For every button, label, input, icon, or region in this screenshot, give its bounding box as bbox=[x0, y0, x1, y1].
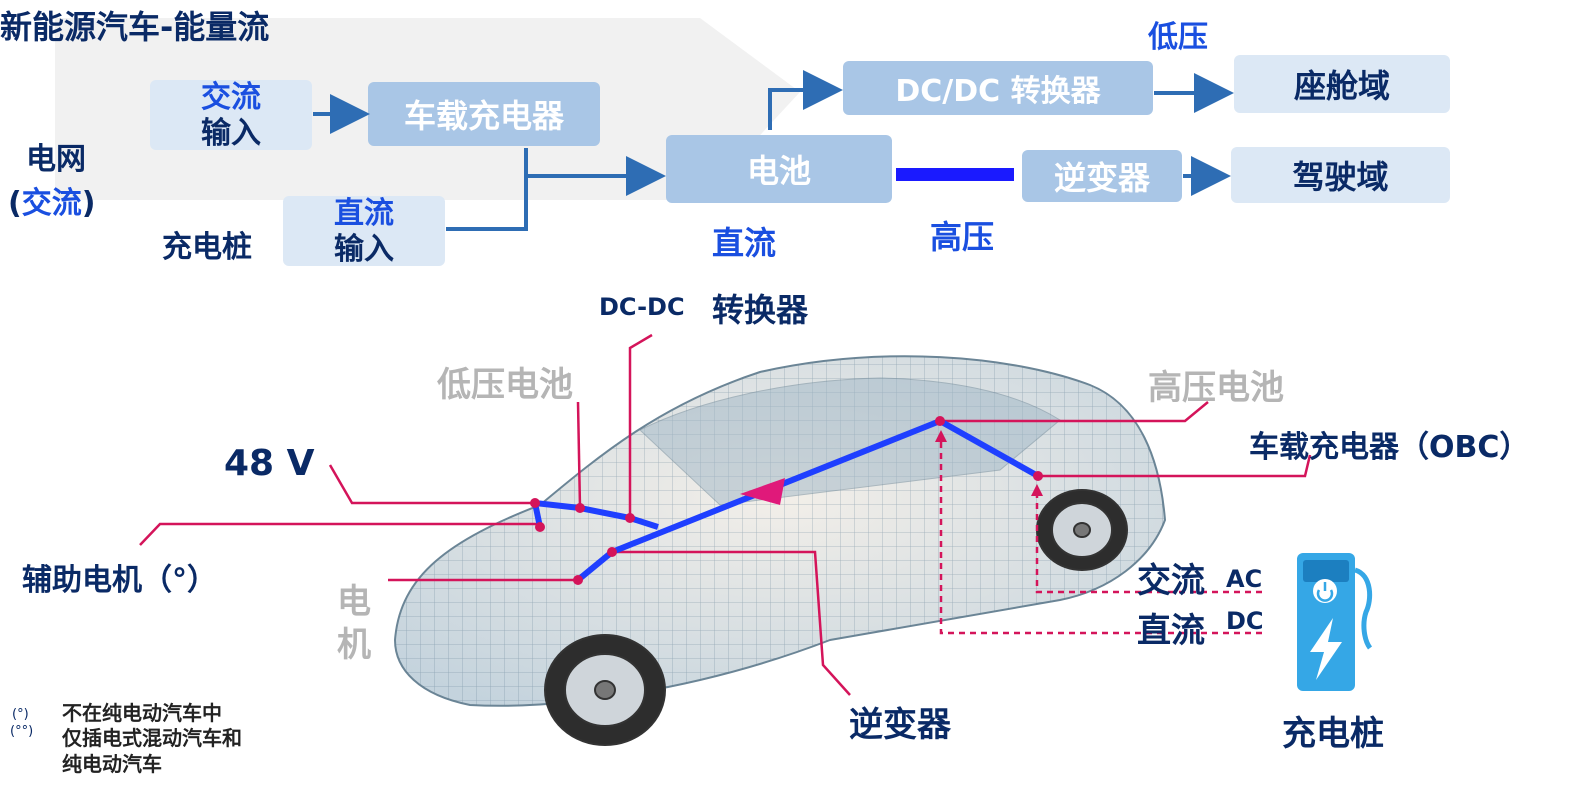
dashed-arrowheads bbox=[935, 430, 1043, 496]
note-2b: 纯电动汽车 bbox=[62, 752, 162, 776]
onboard-charger-box: 车载充电器 bbox=[368, 82, 600, 146]
dc-input-box: 直流 输入 bbox=[283, 196, 445, 267]
ac-input-box: 交流 输入 bbox=[150, 80, 312, 151]
dcdc-box: DC/DC 转换器 bbox=[843, 61, 1153, 115]
rear-wheel bbox=[1036, 489, 1128, 571]
note-symbol-2: (°°) bbox=[10, 724, 34, 739]
cockpit-box: 座舱域 bbox=[1234, 55, 1450, 113]
arrow-battery-to-dcdc bbox=[768, 70, 843, 130]
charger-pile-label: 充电桩 bbox=[162, 230, 252, 265]
high-voltage-label: 高压 bbox=[930, 218, 995, 256]
dc-input-line1: 直流 bbox=[334, 196, 394, 231]
bus-lv bbox=[534, 500, 659, 530]
charging-pile-label: 充电桩 bbox=[1282, 714, 1384, 754]
ac-label: 交流 bbox=[1137, 561, 1205, 601]
page-title: 新能源汽车-能量流 bbox=[0, 8, 270, 46]
leader-inverter bbox=[612, 550, 851, 696]
aux-motor-label: 辅助电机（°） bbox=[22, 563, 217, 598]
leader-dcdc bbox=[628, 333, 653, 518]
battery-dc-label: 直流 bbox=[712, 224, 777, 262]
ac-input-line2: 输入 bbox=[201, 116, 261, 151]
front-wheel bbox=[544, 634, 666, 746]
note-symbol-1: (°) bbox=[12, 707, 29, 722]
grid-ac-label: (交流) bbox=[8, 186, 96, 221]
leader-obc bbox=[1038, 454, 1312, 478]
energy-arrow bbox=[740, 478, 785, 505]
dc-label: 直流 bbox=[1137, 611, 1205, 651]
car-inverter-label: 逆变器 bbox=[849, 705, 951, 745]
obc-label: 车载充电器（OBC） bbox=[1249, 430, 1530, 465]
junction-points bbox=[530, 416, 1043, 585]
dcdc-prefix-label: DC-DC bbox=[599, 293, 685, 321]
leader-aux-motor bbox=[139, 522, 540, 546]
leader-48v bbox=[328, 464, 535, 505]
note-1: 不在纯电动汽车中 bbox=[62, 701, 222, 725]
ac-en-label: AC bbox=[1226, 565, 1263, 593]
ac-dashed-line bbox=[1035, 488, 1262, 594]
inverter-box: 逆变器 bbox=[1022, 150, 1182, 202]
driving-box: 驾驶域 bbox=[1231, 147, 1450, 203]
leader-lv-battery bbox=[576, 401, 582, 509]
leader-hv-battery bbox=[940, 401, 1209, 423]
motor-label-2: 机 bbox=[337, 625, 371, 665]
converter-label: 转换器 bbox=[712, 291, 809, 329]
motor-label-1: 电 bbox=[337, 582, 371, 622]
grid-label: 电网 bbox=[26, 142, 86, 177]
hv-battery-label: 高压电池 bbox=[1148, 368, 1284, 408]
low-voltage-label: 低压 bbox=[1148, 20, 1208, 55]
hv-bus-bar bbox=[896, 168, 1014, 181]
dc-en-label: DC bbox=[1226, 607, 1264, 635]
dc-input-line2: 输入 bbox=[334, 232, 394, 267]
battery-box: 电池 bbox=[666, 135, 892, 203]
ac-input-line1: 交流 bbox=[201, 80, 261, 115]
dc-dashed-line bbox=[939, 433, 1262, 635]
lv-battery-label: 低压电池 bbox=[437, 365, 573, 405]
note-2a: 仅插电式混动汽车和 bbox=[62, 726, 242, 750]
v48-label: 48 V bbox=[224, 443, 315, 484]
